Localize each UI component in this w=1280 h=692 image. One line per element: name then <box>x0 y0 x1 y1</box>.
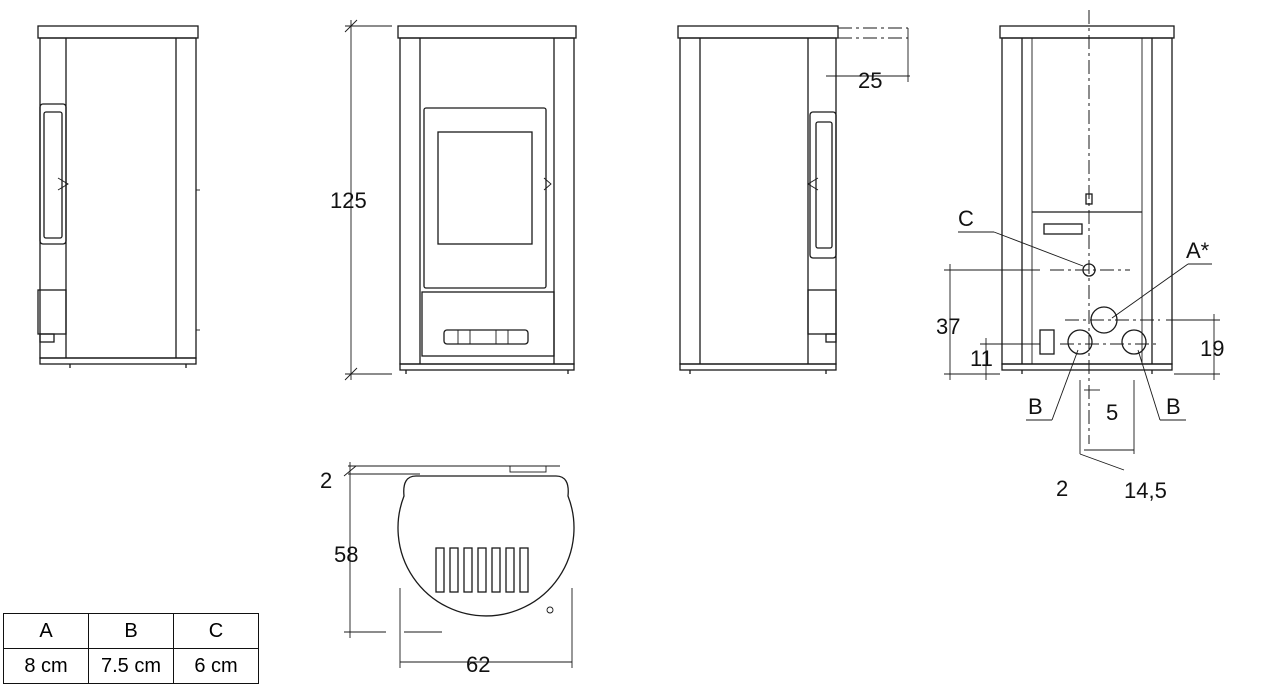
callout-b-right: B <box>1166 394 1181 419</box>
top-gap-dimension: 2 <box>320 468 332 493</box>
flue-offset-dimension: 25 <box>858 68 882 93</box>
side-view-right <box>677 25 910 374</box>
side-view-left <box>37 25 200 368</box>
bottom-spacing-dimension: 14,5 <box>1124 478 1167 503</box>
width-dimension: 62 <box>466 652 490 677</box>
table-row: 8 cm 7.5 cm 6 cm <box>3 648 259 684</box>
rear-view <box>944 10 1220 471</box>
table-header-a: A <box>3 613 89 649</box>
diameter-table: A B C 8 cm 7.5 cm 6 cm <box>3 613 259 684</box>
table-value-b: 7.5 cm <box>88 648 174 684</box>
table-header-b: B <box>88 613 174 649</box>
table-value-a: 8 cm <box>3 648 89 684</box>
callout-c: C <box>958 206 974 231</box>
table-header-c: C <box>173 613 259 649</box>
table-value-c: 6 cm <box>173 648 259 684</box>
front-view <box>344 19 577 381</box>
b-offset-dimension: 11 <box>970 346 993 371</box>
bottom-gap-dimension: 2 <box>1056 476 1068 501</box>
callout-a: A* <box>1186 238 1210 263</box>
table-header-row: A B C <box>3 613 259 649</box>
b-spacing-dimension: 5 <box>1106 400 1118 425</box>
b-height-dimension: 19 <box>1200 336 1224 361</box>
c-height-dimension: 37 <box>936 314 960 339</box>
depth-dimension: 58 <box>334 542 358 567</box>
callout-b-left: B <box>1028 394 1043 419</box>
top-view <box>343 462 575 668</box>
height-dimension: 125 <box>330 188 367 213</box>
